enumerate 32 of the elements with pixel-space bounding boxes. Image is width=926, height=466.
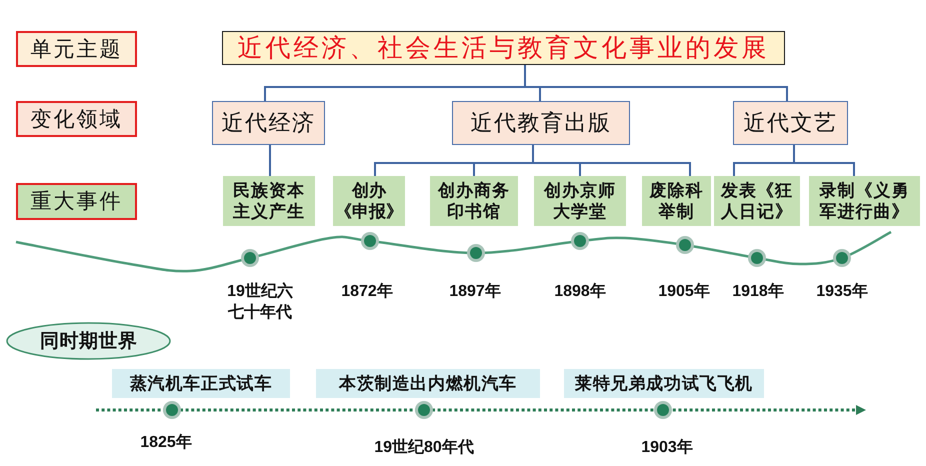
section-oval: 同时期世界 <box>6 322 171 360</box>
year-label: 1935年 <box>815 282 869 302</box>
event-box: 创办京师大学堂 <box>534 176 626 226</box>
year-label: 1903年 <box>640 438 694 458</box>
world-event-box: 蒸汽机车正式试车 <box>112 369 290 398</box>
bracket-connector <box>524 65 788 101</box>
year-label: 19世纪80年代 <box>373 438 475 458</box>
year-label: 1905年 <box>657 282 711 302</box>
event-box: 创办商务印书馆 <box>430 176 518 226</box>
row-header-box: 变化领域 <box>16 101 137 137</box>
bracket-connector <box>269 145 271 176</box>
event-box: 录制《义勇军进行曲》 <box>809 176 920 226</box>
bracket-connector <box>532 145 691 176</box>
domain-box: 近代教育出版 <box>452 101 630 145</box>
year-label: 1825年 <box>139 432 193 453</box>
world-event-box: 莱特兄弟成功试飞飞机 <box>564 369 764 398</box>
year-label: 1897年 <box>448 282 502 302</box>
event-box: 民族资本主义产生 <box>223 176 315 226</box>
row-header-box: 单元主题 <box>16 31 137 67</box>
event-box: 废除科举制 <box>642 176 711 226</box>
row-header-box: 重大事件 <box>16 183 137 220</box>
domain-box: 近代文艺 <box>733 101 848 145</box>
event-box: 发表《狂人日记》 <box>714 176 800 226</box>
year-label: 1898年 <box>553 282 607 302</box>
year-label: 19世纪六七十年代 <box>226 281 294 323</box>
bracket-connector <box>793 145 855 176</box>
world-event-box: 本茨制造出内燃机汽车 <box>316 369 540 398</box>
year-label: 1872年 <box>340 282 394 302</box>
title-box: 近代经济、社会生活与教育文化事业的发展 <box>222 31 785 65</box>
domain-box: 近代经济 <box>212 101 325 145</box>
year-label: 1918年 <box>731 282 785 302</box>
event-box: 创办《申报》 <box>333 176 405 226</box>
